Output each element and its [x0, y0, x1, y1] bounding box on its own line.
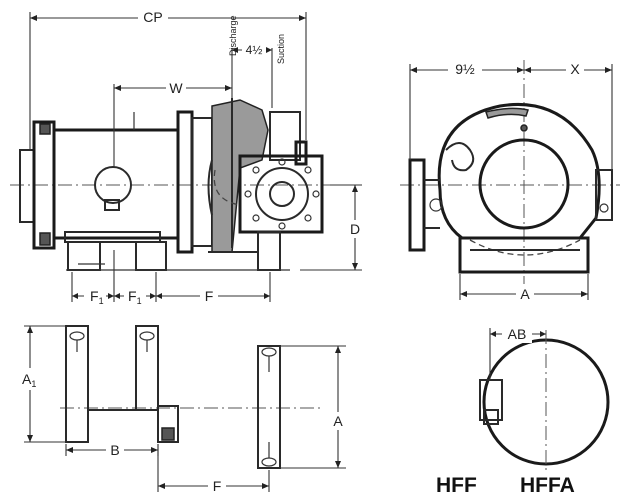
plan-view: A1 B F A [18, 325, 348, 495]
model-label-hffa: HFFA [520, 474, 575, 497]
label-w: W [169, 80, 183, 96]
label-a-plan: A [333, 413, 343, 429]
label-nine-half: 9½ [455, 61, 475, 77]
casing-bore [478, 138, 570, 230]
label-a-side: A [520, 286, 530, 302]
label-a1: A1 [22, 371, 36, 389]
plan-motor-foot-right [135, 325, 159, 411]
motor-base [64, 231, 161, 243]
junction-box [94, 166, 132, 204]
motor-end-cap [19, 149, 35, 223]
label-f1-first: F1 [90, 288, 104, 306]
plan-pump-foot [257, 345, 281, 469]
discharge-side-flange [408, 158, 426, 252]
label-ab: AB [508, 326, 527, 342]
motor-body [52, 128, 180, 240]
pump-foot [257, 231, 281, 271]
label-four-half: 4½ [246, 43, 263, 57]
label-cp: CP [143, 9, 162, 25]
label-f: F [205, 288, 214, 304]
end-elevation-view: 9½ X A [400, 60, 620, 302]
label-f1-second: F1 [128, 288, 142, 306]
side-elevation-view: CP W Discharge Suction 4½ D F1 F1 [10, 8, 364, 306]
model-label-hff: HFF [436, 474, 477, 497]
plan-pump-bracket [157, 405, 179, 443]
suction-side-flange [595, 169, 613, 221]
label-discharge: Discharge [228, 15, 238, 56]
motor-foot-left [67, 241, 101, 271]
label-x: X [570, 61, 580, 77]
discharge-nozzle [269, 111, 301, 161]
label-b: B [110, 442, 119, 458]
end-view-base [458, 236, 590, 274]
hffa-top-view: AB [479, 325, 610, 472]
label-suction: Suction [276, 34, 286, 64]
label-d: D [350, 221, 360, 237]
volute-casing [437, 102, 601, 240]
plan-motor-foot-left [65, 325, 89, 443]
adapter-flange [176, 110, 194, 254]
hffa-junction-box [479, 379, 503, 421]
label-f-plan: F [213, 478, 222, 494]
motor-foot-right [135, 241, 167, 271]
